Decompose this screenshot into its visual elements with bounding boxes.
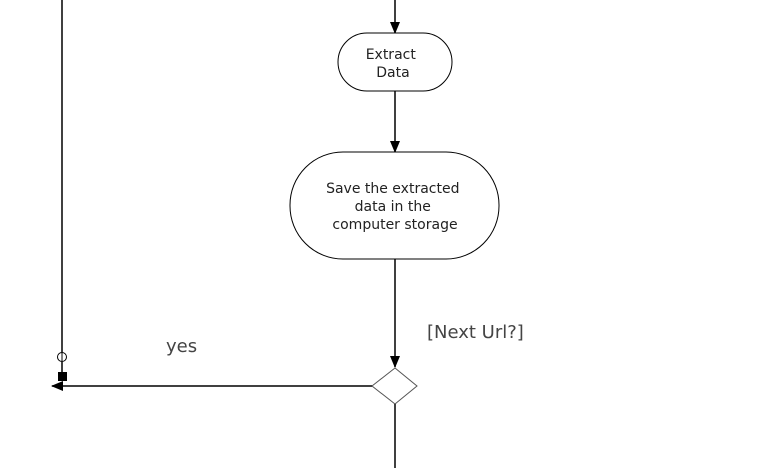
- loop-port-square: [58, 372, 67, 381]
- decision-diamond: [371, 367, 418, 405]
- yes-label: yes: [166, 336, 197, 357]
- extract-data-label: Extract Data: [366, 47, 421, 81]
- save-data-node: Save the extracted data in the computer …: [289, 151, 500, 260]
- save-data-label: Save the extracted data in the computer …: [326, 181, 464, 233]
- next-url-condition-label: [Next Url?]: [427, 322, 524, 343]
- extract-data-node: Extract Data: [337, 32, 453, 92]
